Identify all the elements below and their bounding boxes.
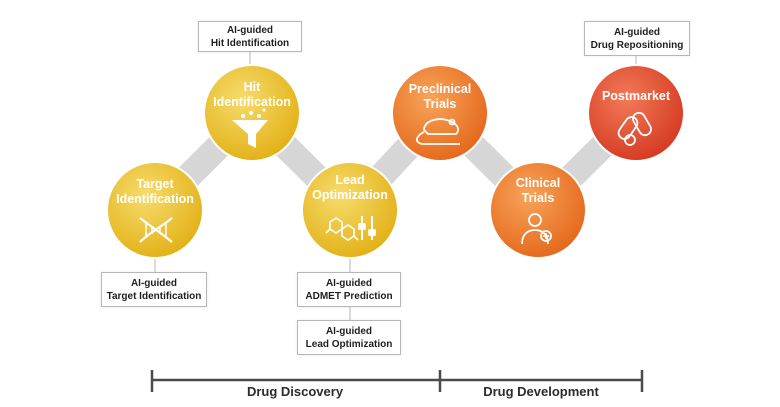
ai-box-admet-line1: AI-guided: [325, 277, 373, 289]
ai-box-hit-line1: AI-guided: [226, 24, 274, 36]
stage-lead-optimization: Lead Optimization: [301, 161, 399, 259]
ai-box-repositioning-line2: Drug Repositioning: [590, 39, 684, 51]
funnel-icon: [232, 108, 268, 148]
doctor-icon: [521, 213, 552, 245]
stage-label-target-1: Target: [136, 177, 174, 191]
ai-box-repositioning-line1: AI-guided: [613, 26, 661, 38]
stage-label-target-2: Identification: [116, 192, 194, 206]
ai-box-lead-line2: Lead Optimization: [305, 338, 393, 350]
stage-target-identification: Target Identification: [106, 161, 204, 259]
stage-label-clinical-1: Clinical: [516, 176, 560, 190]
stage-label-preclinical-1: Preclinical: [409, 82, 472, 96]
stage-preclinical-trials: Preclinical Trials: [391, 64, 489, 162]
ai-box-admet-line2: ADMET Prediction: [305, 290, 393, 302]
ai-box-hit-line2: Hit Identification: [210, 37, 290, 49]
ai-box-admet-prediction: AI-guided ADMET Prediction: [297, 272, 401, 307]
stage-hit-identification: Hit Identification: [203, 64, 301, 162]
stage-label-lead-1: Lead: [335, 173, 364, 187]
ai-box-lead-line1: AI-guided: [325, 325, 373, 337]
stage-label-clinical-2: Trials: [522, 191, 555, 205]
dna-icon: [139, 217, 173, 243]
stage-postmarket: Postmarket: [587, 64, 685, 162]
ai-box-lead-optimization: AI-guided Lead Optimization: [297, 320, 401, 355]
phase-label-drug-discovery: Drug Discovery: [246, 384, 344, 399]
ai-box-target-line1: AI-guided: [130, 277, 178, 289]
stage-label-lead-2: Optimization: [312, 188, 388, 202]
phase-timeline: [150, 370, 644, 392]
phase-label-drug-development: Drug Development: [483, 384, 599, 399]
stage-label-hit-1: Hit: [244, 80, 262, 94]
ai-box-target-identification: AI-guided Target Identification: [101, 272, 207, 307]
rat-icon: [416, 118, 460, 145]
stage-label-preclinical-2: Trials: [424, 97, 457, 111]
ai-box-target-line2: Target Identification: [106, 290, 202, 302]
stage-clinical-trials: Clinical Trials: [489, 161, 587, 259]
stage-label-hit-2: Identification: [213, 95, 291, 109]
ai-box-drug-repositioning: AI-guided Drug Repositioning: [584, 21, 690, 56]
stage-label-postmarket: Postmarket: [602, 89, 671, 103]
molecule-sliders-icon: [325, 216, 376, 241]
pills-icon: [617, 111, 652, 146]
ai-box-hit-identification: AI-guided Hit Identification: [198, 21, 302, 52]
